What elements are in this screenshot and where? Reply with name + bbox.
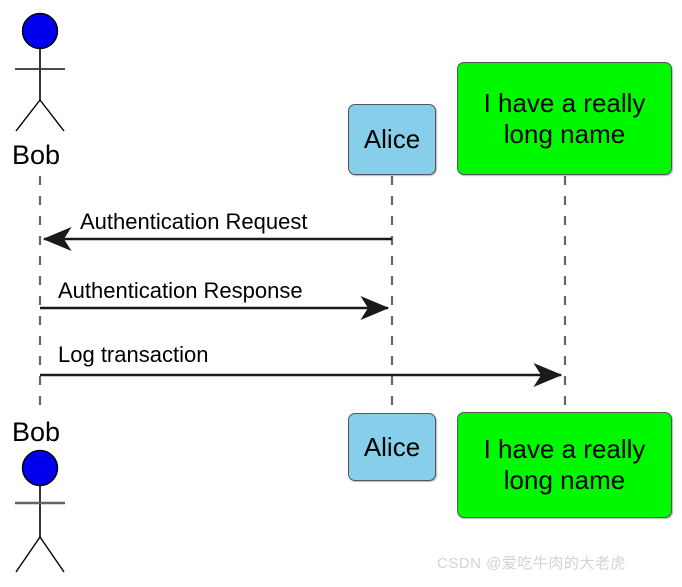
participant-box-longname-bottom[interactable]: I have a really long name [457, 412, 672, 518]
messages-group [40, 227, 563, 387]
actor-bob-top[interactable] [15, 12, 65, 132]
actor-leg-left-line [15, 99, 41, 132]
participant-box-alice-bottom[interactable]: Alice [348, 413, 436, 481]
actor-leg-left-line [15, 536, 41, 573]
actor-bob-bottom[interactable] [15, 449, 65, 573]
participant-box-alice-label: Alice [363, 124, 421, 155]
actor-leg-right-line [39, 536, 65, 573]
actor-head-icon [21, 12, 59, 50]
message-label-log-transaction: Log transaction [58, 342, 209, 367]
participant-box-longname-label: I have a really long name [483, 87, 646, 149]
participant-box-alice-label: Alice [363, 431, 421, 462]
participant-box-longname-top[interactable]: I have a really long name [457, 62, 672, 175]
watermark-text: CSDN @爱吃牛肉的大老虎 [437, 555, 626, 572]
actor-head-icon [21, 449, 59, 487]
message-label-auth-request: Authentication Request [80, 209, 308, 234]
message-label-auth-response: Authentication Response [58, 278, 303, 303]
participant-box-longname-label: I have a really long name [483, 434, 646, 495]
actor-leg-right-line [39, 99, 65, 132]
actor-label-bob-top: Bob [12, 140, 61, 170]
actor-label-bob-bottom: Bob [12, 417, 61, 447]
participant-box-alice-top[interactable]: Alice [348, 104, 436, 175]
